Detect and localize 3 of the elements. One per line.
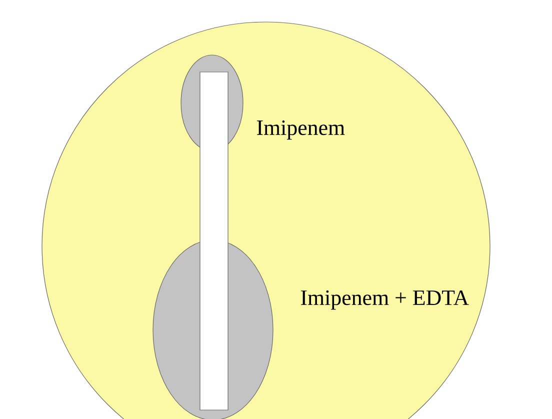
zone-label: Imipenem bbox=[257, 120, 345, 140]
test-strip bbox=[200, 72, 228, 410]
zone-label: Imipenem + EDTA bbox=[301, 290, 469, 310]
